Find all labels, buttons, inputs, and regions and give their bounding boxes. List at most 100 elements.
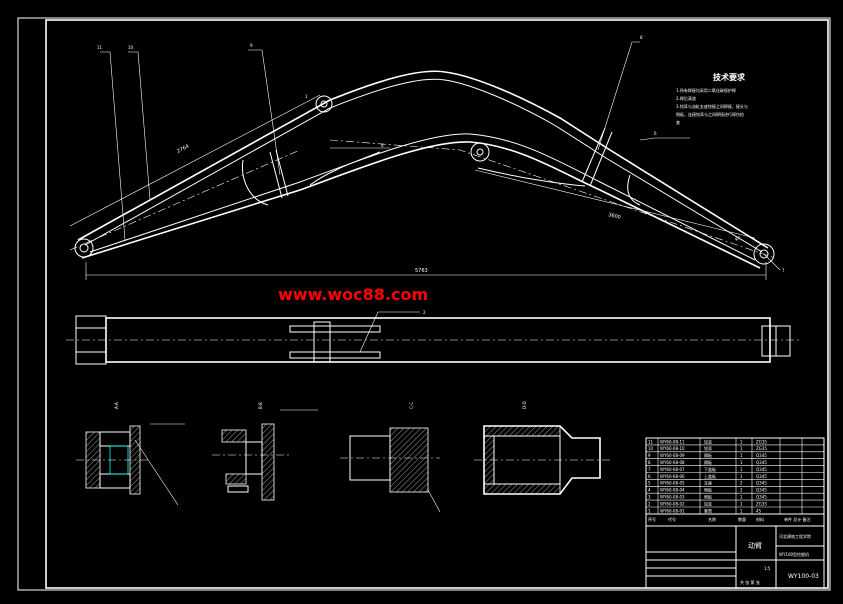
parts-table-cell-name: 隔板	[704, 452, 712, 458]
parts-table-cell-name: 侧板	[704, 487, 712, 493]
watermark: www.woc88.com	[278, 285, 428, 304]
boom-upper-edge	[77, 70, 769, 249]
parts-table-cell-qty: 1	[740, 460, 743, 465]
parts-table-cell-code: WY60-08-06	[660, 474, 685, 479]
leader-label-8: 8	[640, 35, 643, 40]
parts-table-cell-code: WY60-08-11	[660, 439, 685, 444]
parts-table-cell-name: 隔板	[704, 459, 712, 465]
parts-table-cell-material: Q345	[756, 460, 767, 465]
diaphragm-left	[269, 149, 289, 199]
middle-cylinder-boss	[470, 142, 490, 162]
header-qty: 数量	[738, 516, 746, 522]
parts-table-cell-code: WY60-08-09	[660, 453, 685, 458]
leader-10	[128, 51, 151, 201]
top-view-leader-label: 2	[423, 310, 426, 315]
parts-table-cell-material: Q345	[756, 474, 767, 479]
header-material: 材料	[756, 516, 764, 522]
parts-table-cell-no: 11	[648, 439, 654, 444]
sheet-info: 共 张 第 张	[740, 579, 760, 585]
rib-curve-right	[627, 174, 641, 206]
parts-table-cell-qty: 2	[740, 488, 743, 493]
right-pin-boss	[753, 243, 775, 265]
tech-req-item-4: 侧板，连接铰耳与之间焊接进行探伤检	[676, 111, 744, 117]
header-no: 序号	[648, 516, 656, 522]
boom-lower-inner-edge	[89, 133, 756, 261]
dim-line-lower	[474, 169, 756, 239]
parts-table-cell-no: 10	[648, 446, 654, 451]
top-view-support-upper	[289, 325, 381, 333]
parts-table-cell-qty: 2	[740, 481, 743, 486]
drawing-number: WY100-03	[788, 573, 819, 580]
tech-req-item-5: 查	[676, 119, 680, 125]
parts-table-cell-name: 铰耳	[704, 445, 712, 451]
left-pin-boss	[74, 238, 94, 258]
parts-table-cell-qty: 1	[740, 446, 743, 451]
parts-table-cell-name: 上盖板	[704, 473, 716, 479]
leader-label-6a: 6	[381, 143, 384, 148]
section-b-top-left	[221, 429, 247, 443]
parts-table-cell-qty: 1	[740, 474, 743, 479]
parts-table-cell-qty: 1	[740, 508, 743, 513]
parts-table-cell-qty: 1	[740, 453, 743, 458]
section-d-label: D-D	[522, 401, 527, 409]
tech-req-title: 技术要求	[713, 72, 746, 82]
parts-table-cell-qty: 1	[740, 467, 743, 472]
inner-border	[45, 19, 829, 589]
header-note: 单件 总计 备注	[784, 516, 811, 522]
parts-table-cell-name: 支座	[704, 480, 712, 486]
section-a-top-flange	[99, 431, 131, 447]
parts-table-cell-qty: 1	[740, 439, 743, 444]
parts-table-cell-code: WY60-08-08	[660, 460, 685, 465]
parts-table-cell-name: 铰耳	[704, 438, 712, 444]
top-view-support-lower	[289, 351, 381, 359]
leader-label-7: 7	[782, 268, 785, 273]
parts-table-cell-material: Q345	[756, 495, 767, 500]
section-c: C-C	[340, 402, 441, 513]
scale-value: 1:5	[764, 566, 771, 571]
left-pin-hole	[79, 243, 89, 253]
top-view-left-lug-upper	[75, 315, 107, 329]
section-b-bottom-left	[225, 473, 247, 485]
section-b-right-plate	[261, 423, 275, 501]
header-name: 名称	[708, 516, 716, 522]
web-curve	[309, 151, 381, 186]
right-pin-hole	[759, 249, 769, 259]
parts-table-cell-code: WY60-08-02	[660, 501, 685, 506]
parts-table-cell-code: WY60-08-10	[660, 446, 685, 451]
section-a: A-A	[76, 402, 185, 506]
parts-table-cell-material: Q345	[756, 453, 767, 458]
section-b-tag	[227, 485, 249, 493]
section-c-label: C-C	[409, 402, 414, 409]
dim-line-upper	[69, 94, 321, 227]
parts-table-cell-no: 1	[648, 508, 651, 513]
dim-overall-text: 5763	[415, 268, 428, 274]
parts-table-cell-no: 3	[648, 495, 651, 500]
boom-upper-inner-edge	[84, 78, 763, 253]
section-a-label: A-A	[114, 402, 119, 409]
section-a-bottom-flange	[99, 473, 131, 489]
boom-top-view: 2	[66, 310, 800, 365]
leader-label-9: 9	[250, 43, 253, 48]
outer-border	[17, 17, 831, 591]
parts-table-cell-material: Q345	[756, 481, 767, 486]
top-view-left-lug-lower	[75, 351, 107, 365]
leader-7	[763, 253, 781, 271]
top-view-pin-block	[313, 321, 331, 363]
dim-upper-text: 2764	[176, 143, 190, 154]
section-d: D-D	[474, 401, 610, 495]
section-a-leader-2	[134, 439, 179, 506]
parts-table-cell-material: ZG35	[756, 446, 767, 451]
parts-table-cell-material: Q345	[756, 488, 767, 493]
section-d-bottom-plate	[483, 483, 561, 495]
parts-table-cell-no: 5	[648, 481, 651, 486]
parts-table-cell-code: WY60-08-04	[660, 488, 685, 493]
parts-table-cell-no: 7	[648, 467, 651, 472]
parts-table-cell-material: ZG35	[756, 501, 767, 506]
tech-req-item-1: 1.所有焊接均采用二氧化碳保护焊	[676, 87, 736, 93]
parts-table-cell-material: 45	[756, 508, 762, 513]
upper-cylinder-boss	[315, 95, 333, 113]
top-view-leader	[359, 311, 420, 353]
parts-table-cell-qty: 1	[740, 495, 743, 500]
